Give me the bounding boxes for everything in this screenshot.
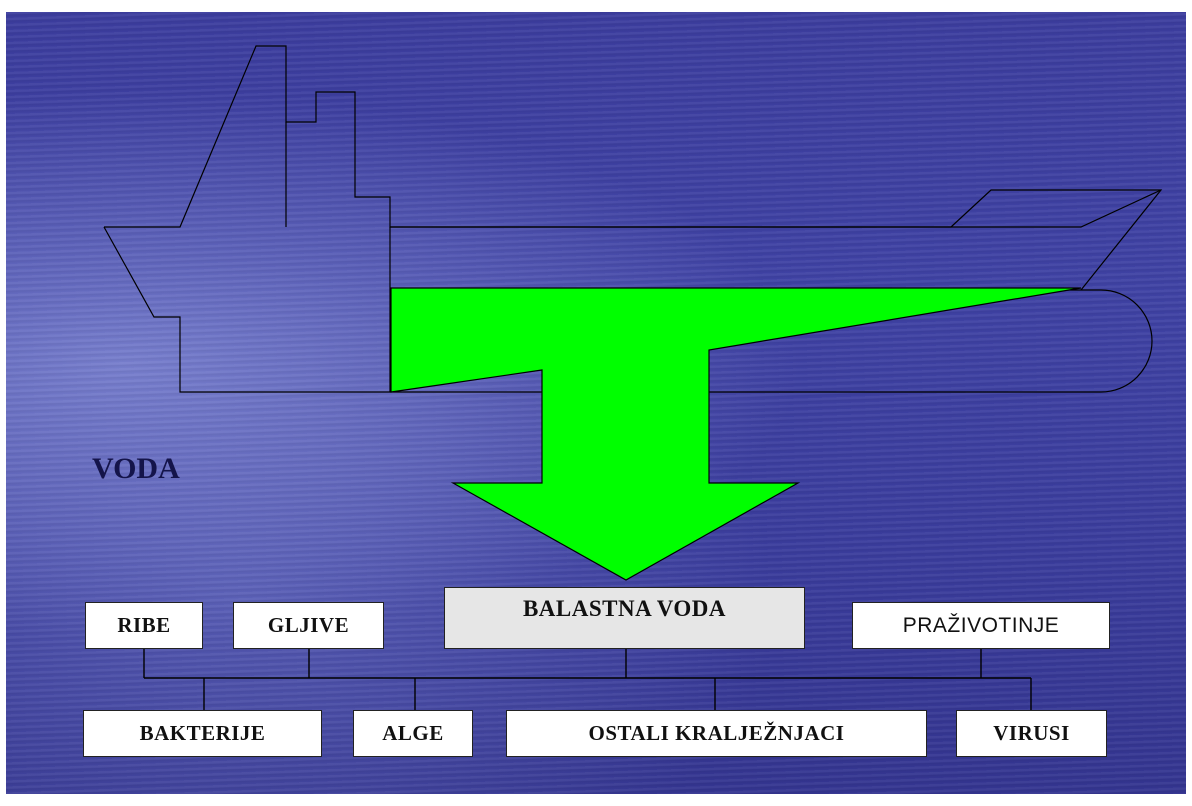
organism-box-prazivotinje: PRAŽIVOTINJE: [852, 602, 1110, 649]
organism-box-virusi: VIRUSI: [956, 710, 1107, 757]
connector-lines: [143, 649, 1032, 710]
organism-box-alge: ALGE: [353, 710, 473, 757]
water-label: VODA: [92, 452, 180, 485]
organism-box-gljive: GLJIVE: [233, 602, 384, 649]
organism-box-bakterije: BAKTERIJE: [83, 710, 322, 757]
ballast-arrow: [390, 287, 1082, 581]
slide-background: VODA BALASTNA VODA RIBE GLJIVE PRAŽIVOTI…: [6, 12, 1186, 794]
ballast-water-box: BALASTNA VODA: [444, 587, 805, 649]
ship-diagram: [103, 45, 1163, 710]
organism-box-ribe: RIBE: [85, 602, 203, 649]
organism-box-ostali-kraljeznjaci: OSTALI KRALJEŽNJACI: [506, 710, 927, 757]
